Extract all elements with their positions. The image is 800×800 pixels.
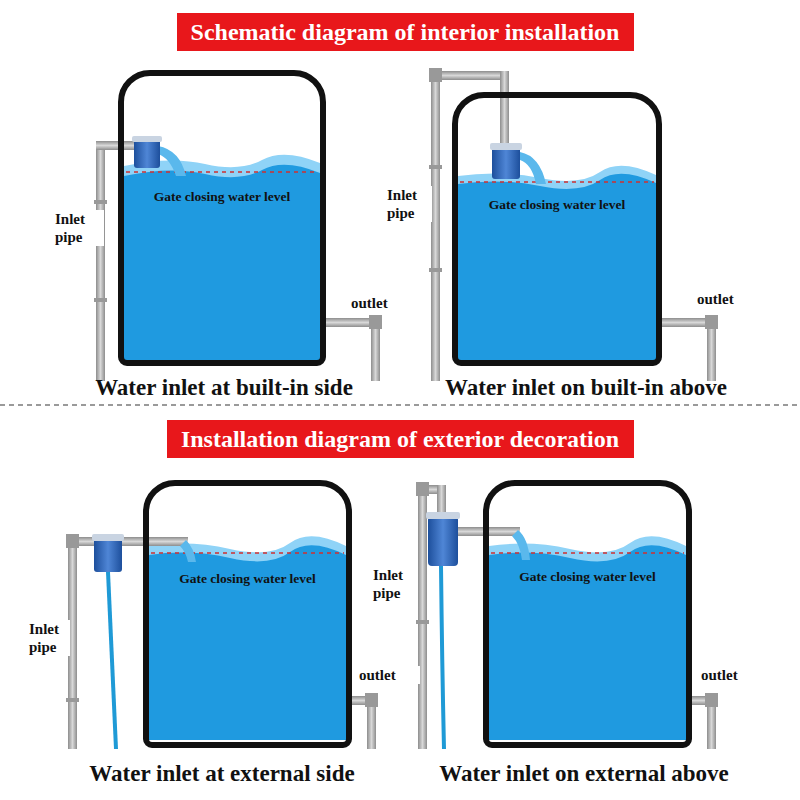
pipework <box>94 141 382 381</box>
banner-title: Installation diagram of exterior decorat… <box>167 420 634 458</box>
banner-title: Schematic diagram of interior installati… <box>177 13 634 51</box>
float-valve <box>426 512 460 566</box>
caption: Water inlet on external above <box>439 760 729 788</box>
water <box>124 155 686 740</box>
float-valve <box>490 143 546 184</box>
water-tank: Gate closing water level <box>118 70 326 366</box>
level-label: Gate closing water level <box>458 196 656 214</box>
caption: Water inlet on built-in above <box>445 374 727 402</box>
water-tank: Gate closing water level <box>452 92 662 366</box>
outlet-label: outlet <box>350 294 412 312</box>
water-tank: Gate closing water level <box>143 480 352 748</box>
level-label: Gate closing water level <box>149 570 346 588</box>
pipe-label: Inlet pipe <box>372 566 418 602</box>
separator-line <box>0 404 800 406</box>
outlet-label: outlet <box>700 666 762 684</box>
level-label: Gate closing water level <box>124 188 320 206</box>
float-valve <box>132 136 186 176</box>
float-valve <box>92 534 124 572</box>
pipework <box>66 534 378 749</box>
pipe-label: Inlet pipe <box>28 620 70 656</box>
title-banner: Schematic diagram of interior installati… <box>177 13 634 51</box>
caption: Water inlet at built-in side <box>95 374 353 402</box>
caption: Water inlet at external side <box>89 760 354 788</box>
pipework <box>429 68 718 381</box>
pipe-label: Inlet pipe <box>386 186 432 222</box>
pipework <box>416 482 718 749</box>
outlet-label: outlet <box>358 666 420 684</box>
title-banner: Installation diagram of exterior decorat… <box>167 420 634 458</box>
level-label: Gate closing water level <box>489 568 686 586</box>
pipe-label: Inlet pipe <box>54 210 104 246</box>
outlet-label: outlet <box>696 290 758 308</box>
water-tank: Gate closing water level <box>483 480 692 748</box>
